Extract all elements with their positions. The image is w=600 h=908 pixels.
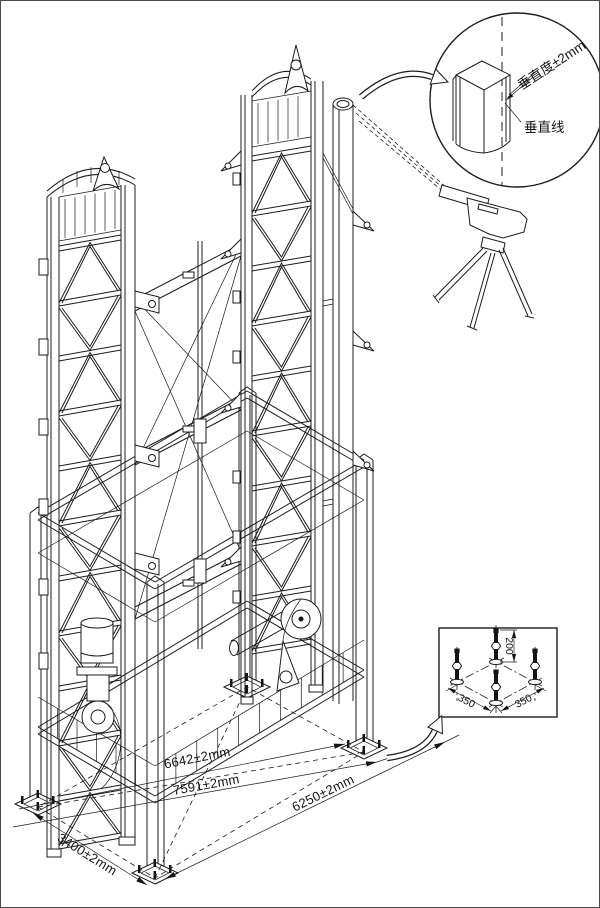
stand-post-rear bbox=[238, 386, 257, 687]
theodolite bbox=[352, 104, 535, 331]
dimension-7591: 7591±2mm bbox=[172, 771, 241, 798]
tripod bbox=[432, 247, 535, 331]
bolt-height-dim: 200 bbox=[503, 637, 515, 655]
corner-tube bbox=[332, 97, 354, 704]
drive-mechanism bbox=[229, 598, 322, 692]
tie-rods bbox=[134, 152, 354, 649]
anchor-bolts bbox=[450, 628, 542, 707]
vertical-line-label: 垂直线 bbox=[524, 120, 565, 135]
verticality-detail: 垂直度±2mm 垂直线 bbox=[429, 12, 599, 188]
winch-pulley bbox=[81, 700, 122, 790]
callout-arrow-top bbox=[358, 68, 450, 100]
anchor-bolt-detail: 200 350 350 bbox=[438, 625, 558, 718]
callout-arrow-bottom bbox=[386, 714, 444, 762]
right-mast bbox=[220, 44, 375, 705]
stand-post-right bbox=[355, 453, 374, 745]
lifting-lug-left bbox=[92, 155, 121, 192]
dimension-6250: 6250±2mm bbox=[289, 771, 356, 814]
sight-lines bbox=[352, 104, 453, 200]
stand-post-front bbox=[146, 575, 165, 872]
left-mast bbox=[38, 155, 160, 858]
hydraulic-cylinder bbox=[76, 617, 118, 702]
